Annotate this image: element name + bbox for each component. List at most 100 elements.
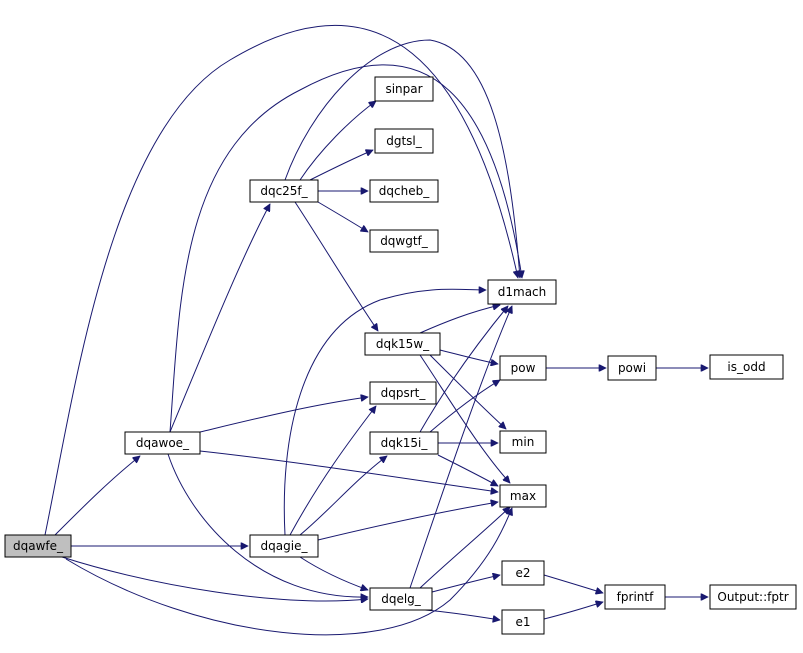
node-label: d1mach (498, 285, 547, 299)
node-pow[interactable]: pow (499, 355, 547, 381)
node-label: dqagie_ (261, 539, 309, 553)
edge-dqc25f-to-sinpar (299, 101, 376, 181)
node-box (487, 279, 557, 305)
edge-dqelg-to-e2 (431, 575, 500, 593)
node-label: e1 (515, 615, 530, 629)
node-fprintf[interactable]: fprintf (604, 584, 666, 610)
node-box (369, 229, 439, 253)
node-label: dqc25f_ (260, 184, 308, 198)
edge-dqawfe-to-d1mach (44, 24, 518, 536)
node-dqawoe[interactable]: dqawoe_ (124, 431, 201, 455)
edge-dqagie-to-dqpsrt (289, 406, 376, 536)
edge-dqc25f-to-dqk15w (294, 201, 378, 331)
node-max[interactable]: max (499, 484, 547, 508)
edge-e1-to-fprintf (543, 602, 603, 620)
node-dqpsrt[interactable]: dqpsrt_ (369, 381, 437, 405)
edges-layer (44, 24, 708, 636)
node-box (249, 179, 319, 203)
node-label: Output::fptr (717, 590, 788, 604)
node-dgtsl[interactable]: dgtsl_ (374, 128, 434, 154)
edge-dqk15i-to-pow (429, 379, 500, 433)
node-box (369, 587, 433, 611)
node-label: sinpar (385, 82, 422, 96)
node-label: dqk15w_ (376, 337, 430, 351)
nodes-layer: dqawfe_ dqawoe_ dqagie_ dqelg_ max d1mach dqc2… (4, 76, 797, 635)
node-dqwgtf[interactable]: dqwgtf_ (369, 229, 439, 253)
node-label: dqawoe_ (136, 436, 190, 450)
node-box (607, 355, 657, 381)
node-powi[interactable]: powi (607, 355, 657, 381)
node-box (374, 128, 434, 154)
edge-dqawoe-to-d1mach (169, 64, 522, 433)
node-is-odd[interactable]: is_odd (709, 354, 784, 380)
node-box (709, 354, 784, 380)
edge-dqagie-to-max (317, 502, 498, 541)
edge-dqk15w-to-pow (439, 349, 498, 364)
node-box (4, 534, 72, 558)
edge-dqagie-to-dqk15i (299, 456, 387, 536)
edge-dqawoe-to-dqpsrt (199, 397, 368, 433)
edge-dqelg-to-max (419, 507, 510, 589)
node-box (369, 431, 439, 455)
node-label: dqelg_ (381, 592, 422, 606)
node-box (124, 431, 201, 455)
edge-dqawfe-to-max (65, 508, 512, 636)
edge-dqc25f-to-dqwgtf (317, 201, 368, 233)
node-label: dqawfe_ (13, 539, 64, 553)
node-label: min (512, 435, 535, 449)
node-label: dgtsl_ (386, 134, 423, 148)
node-box (369, 381, 437, 405)
node-box (499, 484, 547, 508)
node-label: dqwgtf_ (380, 234, 429, 248)
node-label: dqpsrt_ (381, 386, 427, 400)
edge-e2-to-fprintf (543, 574, 603, 593)
edge-dqelg-to-e1 (424, 609, 500, 620)
node-box (501, 560, 545, 586)
edge-dqawoe-to-max (199, 450, 498, 492)
edge-dqawfe-to-dqelg (61, 556, 368, 601)
node-label: dqk15i_ (381, 436, 429, 450)
node-e2[interactable]: e2 (501, 560, 545, 586)
edge-dqk15i-to-d1mach (419, 306, 508, 433)
node-box (364, 332, 441, 356)
edge-dqagie-to-dqelg (299, 556, 368, 590)
node-box (709, 584, 797, 610)
node-dqc25f[interactable]: dqc25f_ (249, 179, 319, 203)
node-dqk15i[interactable]: dqk15i_ (369, 431, 439, 455)
node-label: pow (511, 361, 536, 375)
edge-dqc25f-to-dgtsl (309, 150, 373, 181)
edge-dqk15w-to-d1mach (419, 305, 500, 334)
edge-dqawoe-to-dqelg (167, 453, 368, 597)
node-label: fprintf (617, 590, 654, 604)
edge-dqc25f-to-d1mach (284, 39, 520, 278)
node-box (499, 355, 547, 381)
node-box (374, 76, 434, 102)
edge-dqagie-to-d1mach (283, 289, 486, 536)
edge-dqawoe-to-dqc25f (169, 204, 271, 433)
node-dqagie[interactable]: dqagie_ (249, 534, 319, 558)
edge-dqk15w-to-min (429, 354, 506, 429)
node-label: max (510, 489, 536, 503)
node-label: powi (618, 361, 646, 375)
node-label: e2 (515, 566, 530, 580)
node-box (501, 609, 545, 635)
node-box (369, 179, 439, 203)
node-output-fptr[interactable]: Output::fptr (709, 584, 797, 610)
node-box (499, 430, 547, 454)
node-dqawfe[interactable]: dqawfe_ (4, 534, 72, 558)
edge-dqawfe-to-dqawoe (54, 456, 140, 536)
node-box (249, 534, 319, 558)
node-sinpar[interactable]: sinpar (374, 76, 434, 102)
edge-dqk15w-to-max (419, 354, 510, 483)
node-dqelg[interactable]: dqelg_ (369, 587, 433, 611)
edge-dqelg-to-d1mach (409, 306, 512, 589)
node-min[interactable]: min (499, 430, 547, 454)
node-dqcheb[interactable]: dqcheb_ (369, 179, 439, 203)
node-label: is_odd (727, 360, 765, 374)
node-d1mach[interactable]: d1mach (487, 279, 557, 305)
node-e1[interactable]: e1 (501, 609, 545, 635)
node-dqk15w[interactable]: dqk15w_ (364, 332, 441, 356)
node-box (604, 584, 666, 610)
node-label: dqcheb_ (379, 184, 430, 198)
